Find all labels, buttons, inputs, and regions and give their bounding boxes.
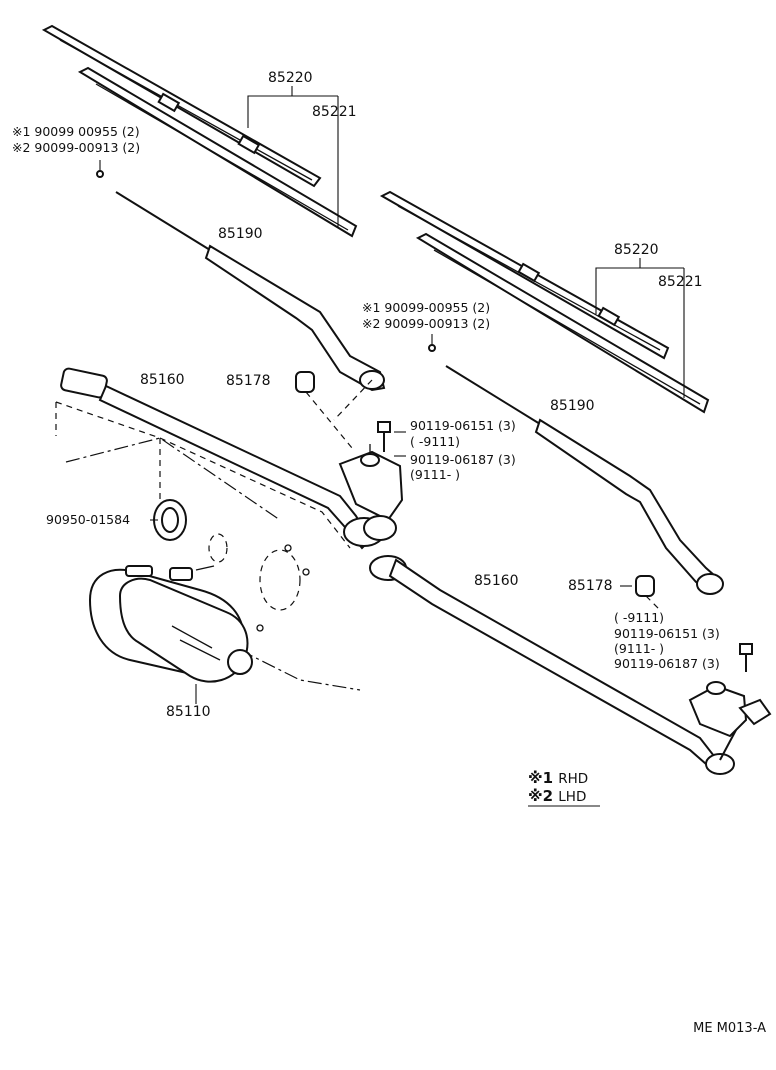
left-cap-and-bolt	[295, 371, 406, 457]
right-pivot	[688, 681, 772, 761]
label-bolt-right-a-range: ( -9111)	[614, 610, 665, 625]
wiper-arm-left	[115, 191, 386, 392]
legend-lhd: ※2 LHD	[528, 788, 586, 805]
label-bolt-center-a: 90119-06151 (3)	[410, 418, 516, 433]
grommet	[150, 499, 187, 541]
wiper-blade-assembly-right	[379, 190, 710, 414]
center-pivot	[338, 444, 404, 541]
wiper-link-right	[369, 555, 735, 775]
diagram-code: ME M013-A	[693, 1021, 766, 1036]
wiper-blade-assembly-left	[41, 24, 358, 238]
label-screw-right-rhd: ※1 90099-00955 (2)	[362, 300, 491, 315]
legend-mark-1: ※1	[528, 769, 554, 787]
legend-text-lhd: LHD	[558, 789, 587, 805]
label-screw-left-lhd: ※2 90099-00913 (2)	[12, 140, 141, 155]
label-blade-rubber-right: 85221	[658, 274, 703, 290]
label-screw-right-lhd: ※2 90099-00913 (2)	[362, 316, 491, 331]
label-link-left: 85160	[140, 372, 185, 388]
label-screw-left-rhd: ※1 90099 00955 (2)	[12, 124, 140, 139]
left-blade-leaders	[96, 86, 339, 228]
body-panel-outline	[55, 401, 361, 691]
label-blade-rubber-left: 85221	[312, 104, 357, 120]
label-bolt-right-b: 90119-06187 (3)	[614, 656, 720, 671]
label-motor: 85110	[166, 704, 211, 720]
legend-text-rhd: RHD	[558, 771, 589, 787]
label-bolt-center-b: 90119-06187 (3)	[410, 452, 516, 467]
label-bolt-center-b-range: (9111- )	[410, 467, 461, 482]
right-cap-and-bolt	[620, 575, 753, 672]
label-blade-assembly-left: 85220	[268, 70, 313, 86]
label-arm-right: 85190	[550, 398, 595, 414]
wiper-motor	[88, 565, 253, 704]
label-cap-left: 85178	[226, 373, 271, 389]
label-bolt-right-b-range: (9111- )	[614, 641, 665, 656]
label-bolt-right-a: 90119-06151 (3)	[614, 626, 720, 641]
legend-mark-2: ※2	[528, 787, 554, 805]
label-bolt-center-a-range: ( -9111)	[410, 434, 461, 449]
wiper-arm-right	[445, 365, 724, 595]
label-arm-left: 85190	[218, 226, 263, 242]
label-blade-assembly-right: 85220	[614, 242, 659, 258]
label-grommet: 90950-01584	[46, 512, 131, 527]
wiper-link-left	[60, 367, 385, 550]
label-cap-right: 85178	[568, 578, 613, 594]
label-link-right: 85160	[474, 573, 519, 589]
legend-rhd: ※1 RHD	[528, 770, 588, 787]
right-blade-leaders	[428, 258, 685, 398]
